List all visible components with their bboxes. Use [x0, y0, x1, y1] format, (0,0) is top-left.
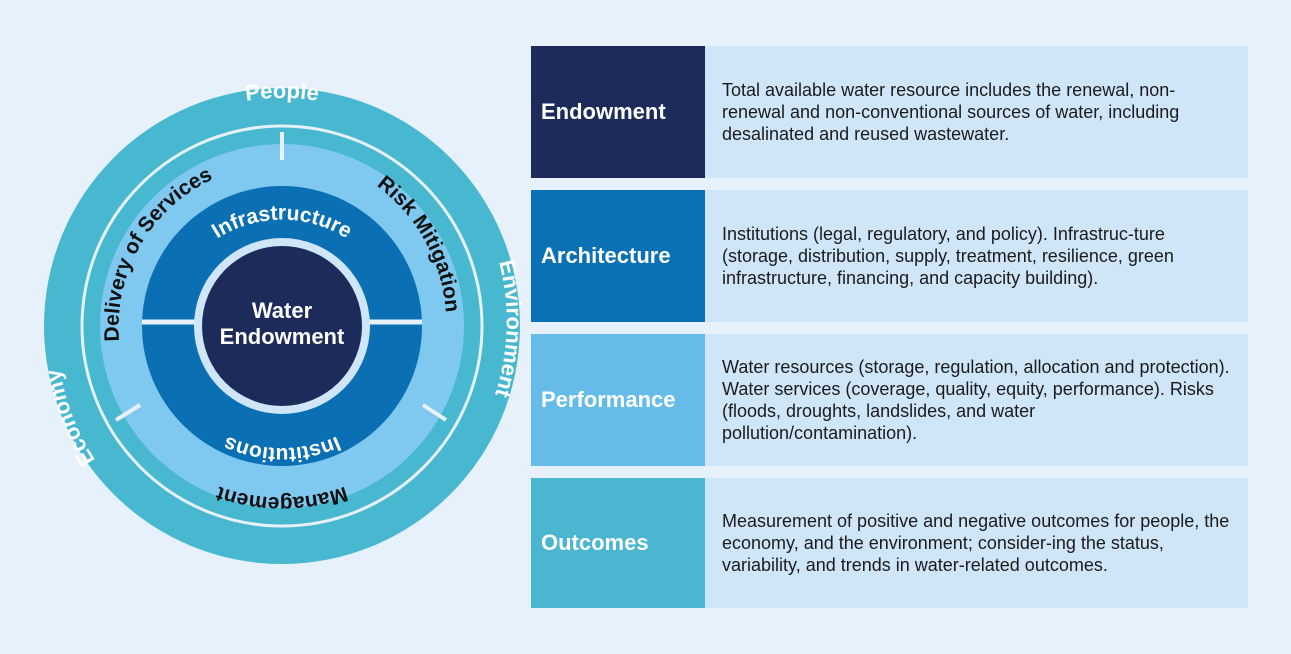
ring-label-people: People	[244, 78, 321, 106]
middle-ring-divider	[114, 403, 142, 422]
row-description: Water resources (storage, regulation, al…	[705, 334, 1248, 466]
row-label: Architecture	[531, 190, 705, 322]
table-row-outcomes: Outcomes Measurement of positive and neg…	[531, 478, 1248, 608]
row-label: Performance	[531, 334, 705, 466]
row-description: Institutions (legal, regulatory, and pol…	[705, 190, 1248, 322]
water-security-wheel-diagram: Water Endowment Infrastructure Instituti…	[40, 78, 527, 564]
row-label: Outcomes	[531, 478, 705, 608]
center-circle	[202, 246, 362, 406]
row-label: Endowment	[531, 46, 705, 178]
table-row-performance: Performance Water resources (storage, re…	[531, 334, 1248, 466]
row-description: Total available water resource includes …	[705, 46, 1248, 178]
row-description: Measurement of positive and negative out…	[705, 478, 1248, 608]
definition-table: Endowment Total available water resource…	[531, 46, 1248, 620]
outer-ring-divider	[80, 124, 484, 528]
center-label-line-1: Water	[252, 298, 313, 323]
table-row-architecture: Architecture Institutions (legal, regula…	[531, 190, 1248, 322]
middle-ring-divider	[421, 403, 448, 422]
center-label-line-2: Endowment	[220, 324, 345, 349]
table-row-endowment: Endowment Total available water resource…	[531, 46, 1248, 178]
